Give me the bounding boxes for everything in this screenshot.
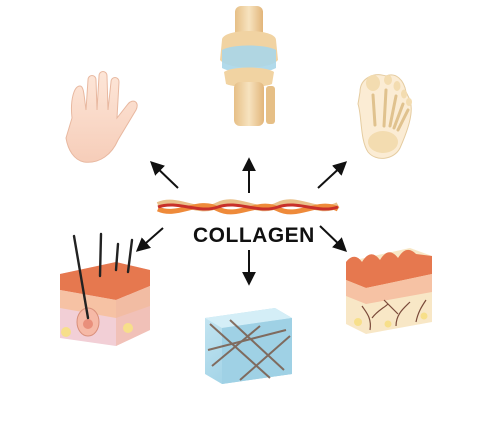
arrow-down-right — [319, 225, 348, 252]
knee-joint-icon — [220, 6, 278, 126]
arrows — [135, 157, 348, 286]
arrow-down-left — [135, 227, 164, 252]
collagen-fiber-icon — [156, 199, 340, 215]
skin-layers-icon — [346, 248, 432, 334]
collagen-label: COLLAGEN — [193, 224, 315, 247]
fibrous-tissue-cube-icon — [205, 308, 292, 384]
hand-icon — [65, 71, 138, 163]
arrow-up-right — [317, 161, 348, 189]
hair-follicle-skin-icon — [60, 232, 150, 346]
arrow-up-left — [149, 161, 179, 189]
foot-bones-icon — [357, 74, 412, 159]
